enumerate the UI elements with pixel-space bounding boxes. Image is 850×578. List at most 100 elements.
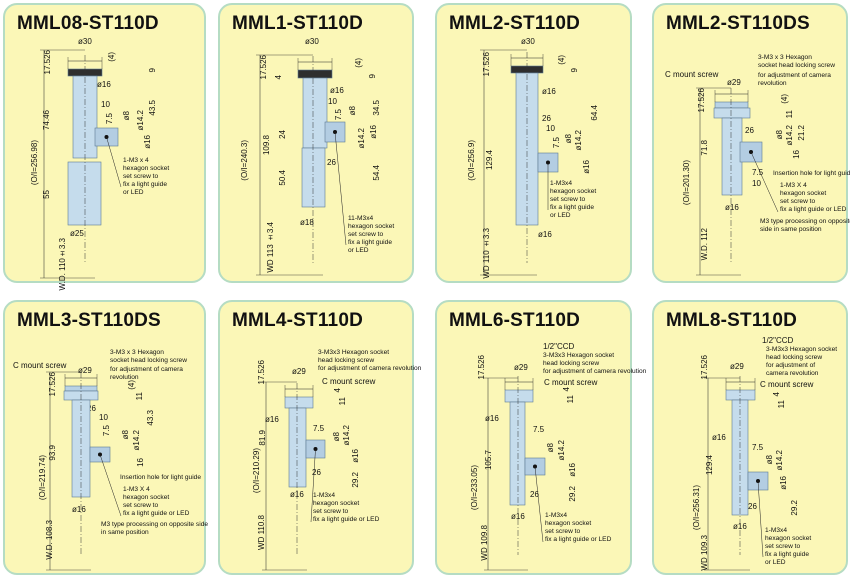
dimension-label: (O/I=201.30) [682,160,691,206]
dimension-label: ø16 [538,230,552,239]
dimension-label: ø14.2 [136,110,145,131]
dimension-label: ø14.2 [132,430,141,451]
dimension-label: ø16 [351,449,360,463]
dimension-label: ø16 [143,135,152,149]
dimension-label: ø16 [582,160,591,174]
dimension-label: 17.526 [257,360,266,385]
annotation-note: for adjustment of camera revolution [758,72,831,87]
dimension-label: 71.8 [700,140,709,156]
dimension-label: (O/I=240.3) [240,140,249,181]
dimension-label: 11 [566,395,575,404]
dimension-label: 17.526 [697,88,706,113]
model-title: MML4-ST110D [232,310,364,331]
dimension-label: 26 [327,158,336,167]
dimension-label: ø29 [727,78,741,87]
dimension-label: 26 [87,404,96,413]
annotation-note: Insertion hole for light guide [773,170,850,177]
lens-card-mml6-st110d: MML6-ST110D [435,300,632,575]
annotation-note: for adjustment of camera revolution [110,366,183,381]
annotation-note: 3-M3x3 Hexagon socket head locking screw… [318,349,422,372]
dimension-label: 43.3 [146,410,155,426]
dimension-label: ø18 [300,218,314,227]
dimension-label: 26 [542,114,551,123]
dimension-label: 81.9 [258,430,267,446]
annotation-note: 1-M3x4 hexagon socket set screw to fix a… [765,527,812,566]
dimension-label: 7.5 [102,425,111,437]
dimension-label: ø16 [779,476,788,490]
dimension-label: 11 [777,400,786,409]
dimension-label: W.D. 112 [700,228,709,261]
dimension-label: 10 [101,100,110,109]
dimension-label: (4) [354,58,363,68]
dimension-label: 10 [546,124,555,133]
dimension-label: 17.526 [48,372,57,397]
annotation-note: 1-M3x4 hexagon socket set screw to fix a… [313,492,380,523]
dimension-label: WD 110 ±3.3 [482,228,491,279]
dimension-label: (O/I=219.74) [38,455,47,501]
dimension-label: ø14.2 [785,125,794,146]
dimension-label: 29.2 [790,500,799,516]
dimension-label: 55 [42,190,51,199]
dimension-label: ø8 [564,134,573,144]
dimension-label: 7.5 [552,137,561,149]
lens-card-mml2-st110ds: MML2-ST110DS [652,3,848,283]
dimension-label: ø29 [292,367,306,376]
dimension-label: C mount screw [760,380,814,389]
dimension-label: 109.8 [262,135,271,156]
dimension-label: 7.5 [334,109,343,121]
annotation-note: M3 type processing on opposite side in s… [101,521,209,536]
annotation-note: 1-M3x4 hexagon socket set screw to fix a… [550,180,597,219]
model-title: MML2-ST110D [449,13,581,34]
dimension-label: (O/I=256.31) [692,485,701,531]
dimension-label: 11 [338,397,347,406]
dimension-label: C mount screw [544,378,598,387]
dimension-label: 17.526 [700,355,709,380]
lens-card-mml8-st110d: MML8-ST110D [652,300,848,575]
dimension-label: 17.526 [43,50,52,75]
dimension-label: 4 [333,388,342,393]
annotation-note: 3-M3x3 Hexagon socket head locking screw… [766,346,838,377]
dimension-label: ø16 [265,415,279,424]
dimension-label: 10 [328,97,337,106]
dimension-label: ø8 [765,455,774,465]
dimension-label: 7.5 [533,425,545,434]
dimension-label: 26 [87,93,96,102]
dimension-label: 16 [792,150,801,159]
dimension-label: 26 [745,126,754,135]
dimension-label: 93.9 [48,445,57,461]
dimension-label: ø16 [542,87,556,96]
dimension-label: 10 [99,413,108,422]
dimension-label: ø30 [305,37,319,46]
dimension-label: ø29 [730,362,744,371]
dimension-label: 9 [148,68,157,73]
dimension-label: ø16 [733,522,747,531]
dimension-label: (O/I=210.29) [252,448,261,494]
dimension-label: ø16 [290,490,304,499]
dimension-label: 1/2"CCD [543,342,575,351]
annotation-note: 11-M3x4 hexagon socket set screw to fix … [348,215,395,254]
dimension-label: (O/I=256.9) [467,140,476,181]
dimension-label: (4) [780,94,789,104]
lens-card-mml08-st110d: MML08-ST110D [3,3,206,283]
dimension-label: 11 [785,110,794,119]
dimension-label: WD 109.3 [700,535,709,571]
dimension-label: ø14.2 [574,130,583,151]
dimension-label: WD 109.8 [480,525,489,561]
dimension-label: ø16 [97,80,111,89]
annotation-note: 3-M3x3 Hexagon socket head locking screw… [543,352,647,375]
dimension-label: (4) [557,55,566,65]
dimension-label: ø29 [78,366,92,375]
dimension-label: 7.5 [752,168,764,177]
lens-card-mml4-st110d: MML4-ST110D [218,300,414,575]
dimension-label: ø8 [122,111,131,121]
dimension-label: C mount screw [322,377,376,386]
dimension-label: ø8 [348,106,357,116]
annotation-note: Insertion hole for light guide [120,474,202,481]
annotation-note: 3-M3 x 3 Hexagon socket head locking scr… [758,54,835,69]
dimension-label: 21.2 [797,125,806,141]
dimension-label: 9 [570,68,579,73]
dimension-label: (O/I=256.98) [30,140,39,186]
dimension-label: 10 [752,179,761,188]
dimension-label: 7.5 [105,113,114,125]
dimension-label: ø16 [330,86,344,95]
